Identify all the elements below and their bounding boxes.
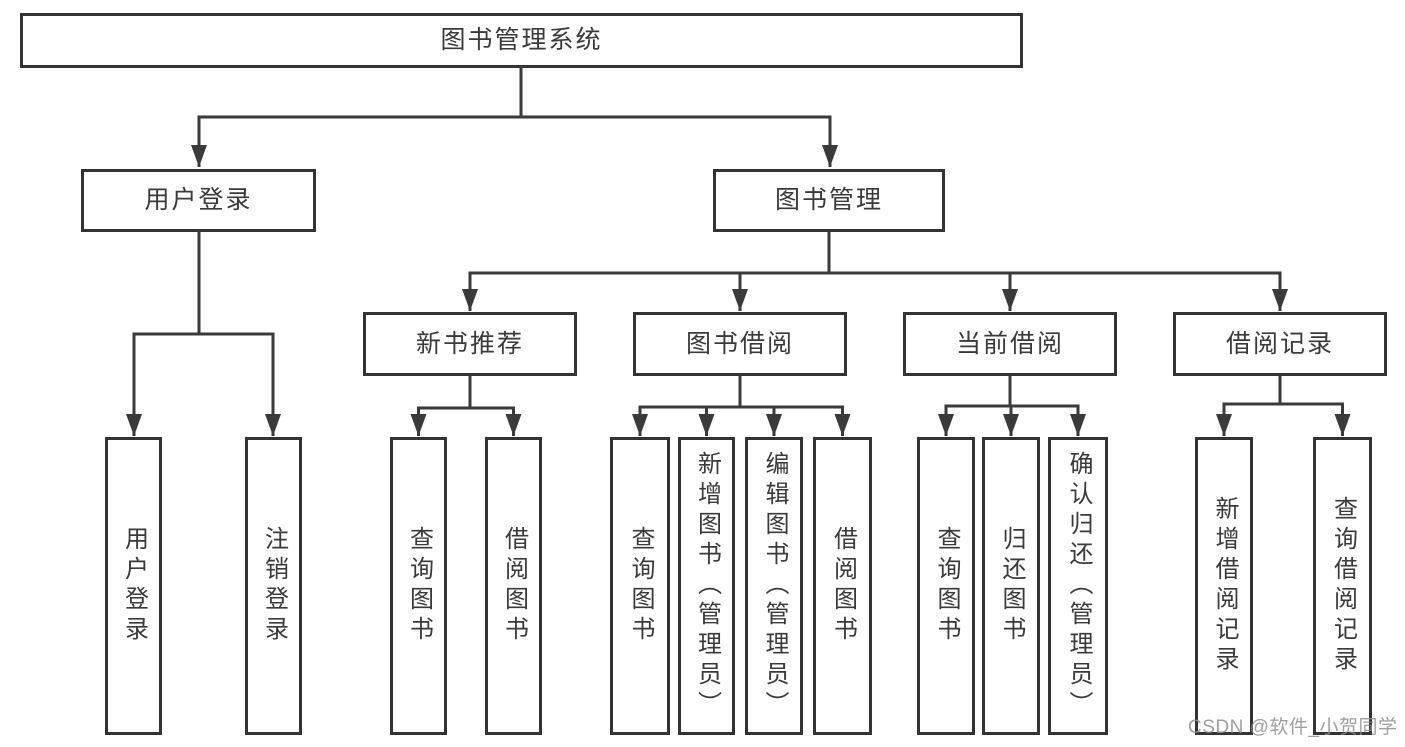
node-root-label: 图书管理系统	[440, 26, 603, 54]
node-new-book-recommend-label: 新书推荐	[415, 329, 524, 358]
leaf-borrow-book-recommend: 借阅图书	[485, 437, 542, 735]
node-borrow-records-label: 借阅记录	[1225, 329, 1334, 358]
leaf-query-book-current: 查询图书	[917, 437, 975, 735]
node-new-book-recommend: 新书推荐	[363, 312, 577, 376]
node-current-borrow: 当前借阅	[903, 312, 1117, 376]
leaf-query-book-borrow: 查询图书	[610, 437, 670, 735]
node-current-borrow-label: 当前借阅	[955, 329, 1064, 358]
leaf-add-book-admin: 新增图书（管理员）	[678, 437, 735, 735]
leaf-logout-login: 注销登录	[245, 437, 302, 735]
node-book-management-label: 图书管理	[774, 186, 883, 214]
node-book-borrow: 图书借阅	[633, 312, 847, 376]
node-book-management: 图书管理	[713, 169, 945, 232]
leaf-query-borrow-record: 查询借阅记录	[1313, 437, 1372, 735]
node-root: 图书管理系统	[20, 13, 1023, 68]
leaf-edit-book-admin: 编辑图书（管理员）	[745, 437, 803, 735]
leaf-add-borrow-record: 新增借阅记录	[1195, 437, 1253, 735]
leaf-query-book-recommend: 查询图书	[390, 437, 447, 735]
leaf-return-book: 归还图书	[982, 437, 1040, 735]
node-book-borrow-label: 图书借阅	[685, 329, 794, 358]
node-user-login: 用户登录	[81, 169, 316, 232]
watermark: CSDN @软件_小贺同学	[1188, 717, 1398, 738]
leaf-confirm-return-admin: 确认归还（管理员）	[1048, 437, 1108, 735]
leaf-borrow-book: 借阅图书	[813, 437, 872, 735]
node-user-login-label: 用户登录	[144, 186, 253, 214]
leaf-user-login: 用户登录	[105, 437, 162, 735]
node-borrow-records: 借阅记录	[1173, 312, 1387, 376]
